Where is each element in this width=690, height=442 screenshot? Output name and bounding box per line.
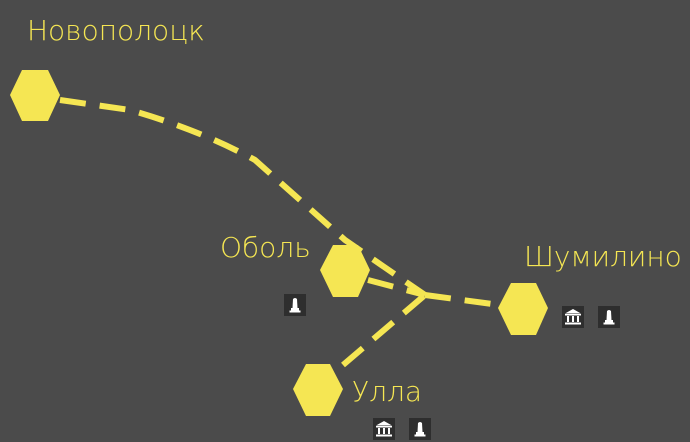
route-obol-junction	[367, 277, 426, 298]
station-marker-novopolotsk[interactable]	[10, 70, 60, 121]
station-marker-shumilino[interactable]	[498, 283, 548, 335]
route-junction-shumilino	[424, 292, 501, 308]
museum-icon[interactable]	[562, 306, 584, 328]
monument-icon[interactable]	[284, 294, 306, 316]
station-label-ulla: Улла	[352, 375, 423, 408]
route-novopolotsk-junction	[59, 97, 427, 298]
station-label-obol: Оболь	[220, 231, 311, 264]
monument-icon[interactable]	[598, 306, 620, 328]
station-marker-obol[interactable]	[320, 245, 370, 297]
monument-icon[interactable]	[409, 418, 431, 440]
route-ulla-junction	[341, 292, 427, 368]
station-label-novopolotsk: Новополоцк	[27, 14, 205, 47]
station-label-shumilino: Шумилино	[524, 240, 682, 273]
museum-icon[interactable]	[373, 418, 395, 440]
station-marker-ulla[interactable]	[293, 364, 343, 416]
